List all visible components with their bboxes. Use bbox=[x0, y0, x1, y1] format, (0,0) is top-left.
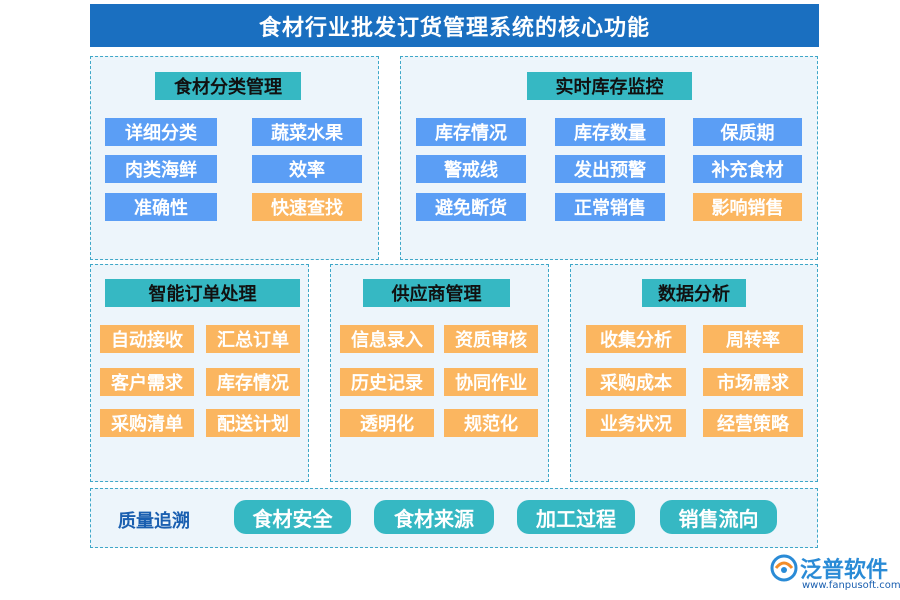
node-standardization: 规范化 bbox=[444, 409, 538, 437]
node-purchase-list: 采购清单 bbox=[100, 409, 194, 437]
logo-url: www.fanpusoft.com bbox=[802, 580, 900, 591]
node-history-records: 历史记录 bbox=[340, 368, 434, 396]
node-collaboration: 协同作业 bbox=[444, 368, 538, 396]
node-alert-line: 警戒线 bbox=[416, 155, 526, 183]
node-avoid-stockout: 避免断货 bbox=[416, 193, 526, 221]
node-detailed-category: 详细分类 bbox=[105, 118, 217, 146]
node-turnover-rate: 周转率 bbox=[703, 325, 803, 353]
page-title: 食材行业批发订货管理系统的核心功能 bbox=[90, 4, 819, 47]
section-title-category: 食材分类管理 bbox=[155, 72, 301, 100]
node-purchase-cost: 采购成本 bbox=[586, 368, 686, 396]
node-affect-sales: 影响销售 bbox=[693, 193, 802, 221]
node-normal-sales: 正常销售 bbox=[555, 193, 665, 221]
section-title-analysis: 数据分析 bbox=[642, 279, 746, 307]
section-title-trace: 质量追溯 bbox=[118, 511, 190, 532]
section-title-orders: 智能订单处理 bbox=[105, 279, 300, 307]
node-send-alert: 发出预警 bbox=[555, 155, 665, 183]
fanpu-logo-icon bbox=[770, 554, 798, 582]
node-meat-seafood: 肉类海鲜 bbox=[105, 155, 217, 183]
logo-name: 泛普软件 bbox=[800, 558, 889, 583]
node-vegetables-fruits: 蔬菜水果 bbox=[252, 118, 362, 146]
node-food-safety: 食材安全 bbox=[234, 500, 351, 534]
node-efficiency: 效率 bbox=[252, 155, 362, 183]
node-sales-flow: 销售流向 bbox=[660, 500, 777, 534]
node-collect-analyze: 收集分析 bbox=[586, 325, 686, 353]
node-order-stock-status: 库存情况 bbox=[206, 368, 300, 396]
node-quick-search: 快速查找 bbox=[252, 193, 362, 221]
node-business-strategy: 经营策略 bbox=[703, 409, 803, 437]
node-qualification-review: 资质审核 bbox=[444, 325, 538, 353]
node-stock-quantity: 库存数量 bbox=[555, 118, 665, 146]
brand-logo: 泛普软件 www.fanpusoft.com bbox=[770, 552, 900, 596]
node-processing: 加工过程 bbox=[517, 500, 635, 534]
node-auto-receive: 自动接收 bbox=[100, 325, 194, 353]
node-business-status: 业务状况 bbox=[586, 409, 686, 437]
node-shelf-life: 保质期 bbox=[693, 118, 802, 146]
node-food-origin: 食材来源 bbox=[374, 500, 494, 534]
node-info-entry: 信息录入 bbox=[340, 325, 434, 353]
section-title-inventory: 实时库存监控 bbox=[527, 72, 692, 100]
node-customer-demand: 客户需求 bbox=[100, 368, 194, 396]
node-market-demand: 市场需求 bbox=[703, 368, 803, 396]
node-transparency: 透明化 bbox=[340, 409, 434, 437]
node-delivery-plan: 配送计划 bbox=[206, 409, 300, 437]
node-accuracy: 准确性 bbox=[105, 193, 217, 221]
section-title-supplier: 供应商管理 bbox=[363, 279, 510, 307]
node-replenish: 补充食材 bbox=[693, 155, 802, 183]
node-stock-status: 库存情况 bbox=[416, 118, 526, 146]
node-merge-orders: 汇总订单 bbox=[206, 325, 300, 353]
